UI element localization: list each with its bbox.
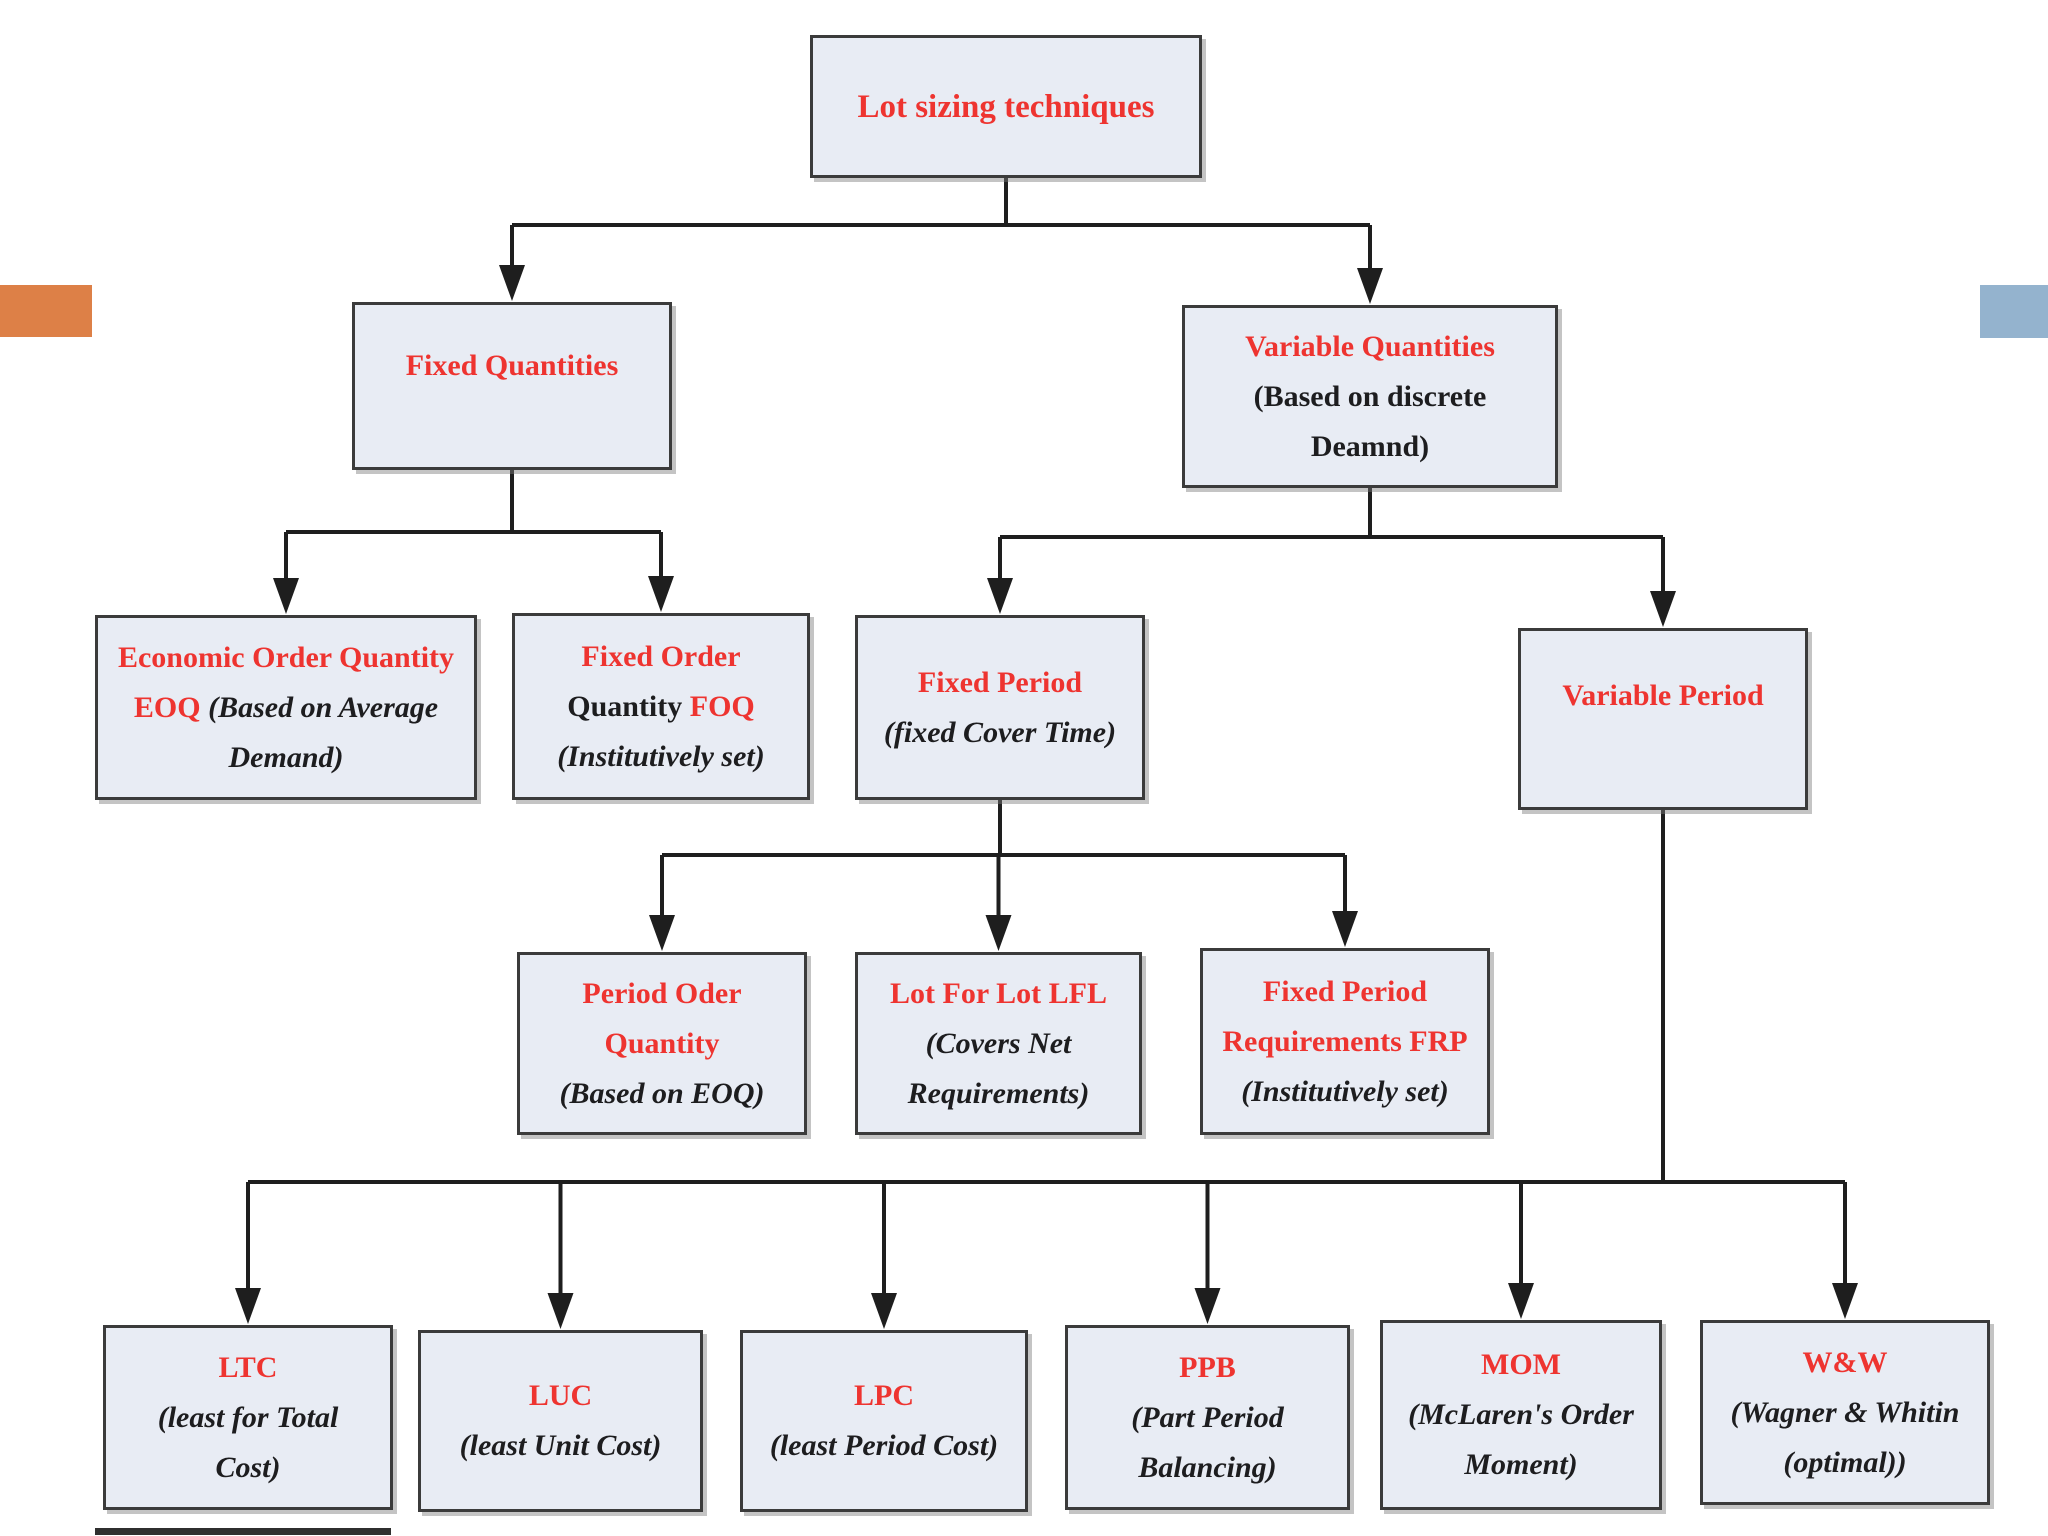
node-variable-period: Variable Period [1518,628,1808,810]
arrowhead-fixed-quantities [499,265,525,301]
edge-fixed-quantities [284,470,663,583]
node-lpc: LPC(least Period Cost) [740,1330,1028,1512]
right-accent-bar [1980,285,2048,338]
node-luc: LUC(least Unit Cost) [418,1330,703,1512]
arrowhead-variable-quantities [1357,268,1383,304]
arrowhead-ppb [1194,1288,1221,1324]
edge-fixed-period [660,800,1347,920]
arrowhead-ltc [235,1288,261,1324]
arrowhead-luc [547,1293,574,1329]
arrowhead-variable-period [1650,591,1676,627]
arrowhead-eoq [273,578,299,614]
left-accent-bar [0,285,92,337]
arrowhead-mom [1508,1283,1534,1319]
arrowhead-foq [648,576,674,612]
edge-variable-quantities [998,488,1665,596]
node-ww: W&W(Wagner & Whitin(optimal)) [1700,1320,1990,1505]
node-root: Lot sizing techniques [810,35,1202,178]
arrowhead-poq [649,915,675,951]
node-fixed-quantities: Fixed Quantities [352,302,672,470]
arrowhead-lpc [871,1293,897,1329]
arrowhead-lfl [985,915,1012,951]
bottom-edge-line [95,1528,391,1535]
arrowhead-ww [1832,1283,1858,1319]
arrowhead-frp [1332,911,1358,947]
edge-root [510,178,1372,273]
node-fixed-period: Fixed Period(fixed Cover Time) [855,615,1145,800]
edge-variable-period [246,810,1847,1298]
arrowhead-fixed-period [987,578,1013,614]
